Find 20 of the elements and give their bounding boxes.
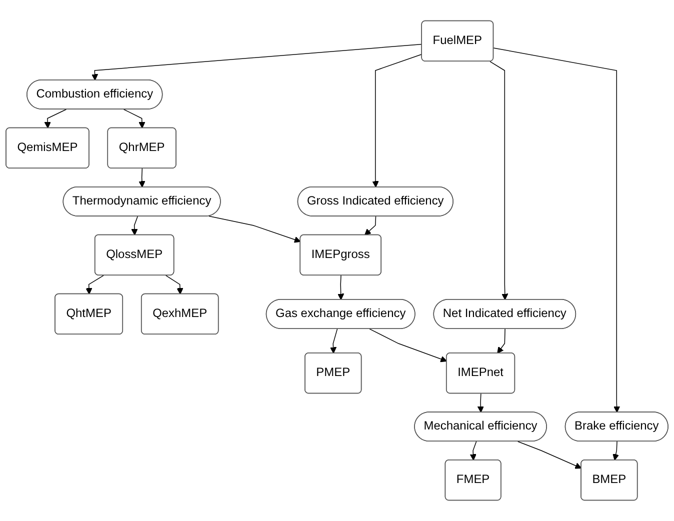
arrow bbox=[131, 216, 138, 236]
arrow bbox=[612, 441, 620, 461]
arrow bbox=[44, 109, 67, 128]
arrow bbox=[208, 216, 301, 243]
arrow bbox=[364, 216, 376, 236]
arrow bbox=[165, 275, 184, 294]
arrow bbox=[338, 275, 344, 300]
arrow bbox=[517, 441, 582, 469]
arrow bbox=[369, 328, 448, 362]
arrow bbox=[86, 275, 104, 294]
arrow bbox=[330, 328, 338, 354]
arrow bbox=[477, 393, 484, 413]
arrow bbox=[138, 168, 146, 188]
arrow bbox=[490, 61, 508, 300]
arrow bbox=[493, 48, 620, 413]
arrow bbox=[123, 109, 146, 128]
arrow bbox=[92, 44, 422, 81]
arrow bbox=[372, 54, 422, 188]
arrow bbox=[470, 441, 477, 461]
arrow bbox=[497, 328, 506, 354]
